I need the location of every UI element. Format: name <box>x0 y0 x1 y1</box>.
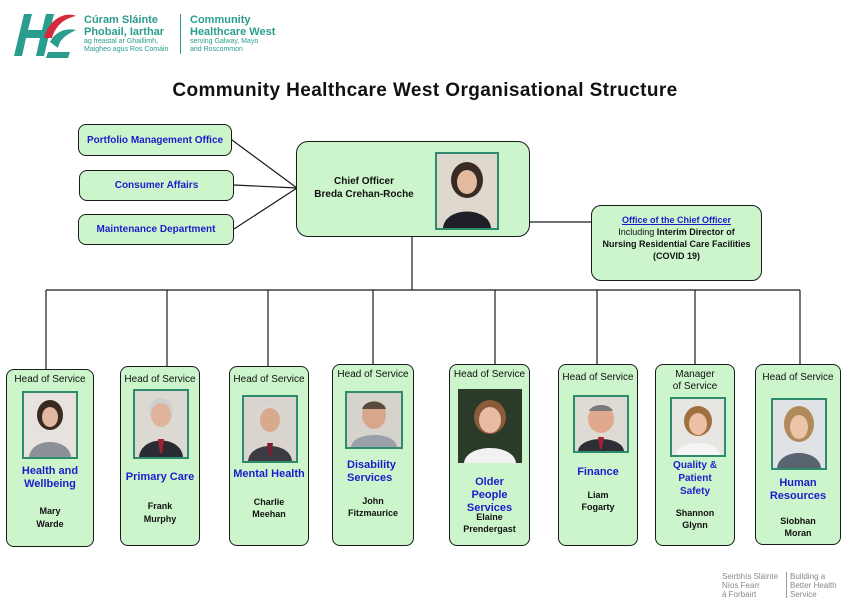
head-card-human-resources[interactable]: Head of Service Human Resources Siobhan … <box>755 364 841 545</box>
head-photo <box>670 397 726 457</box>
head-dept: Older People Services <box>466 476 513 514</box>
footer-english: Building a Better Health Service <box>790 572 848 599</box>
person-portrait-icon <box>139 398 183 457</box>
brand-divider <box>180 14 181 54</box>
head-name-first: Frank <box>147 501 173 511</box>
head-dept: Human Resources <box>769 477 827 502</box>
head-role: Head of Service <box>453 369 526 380</box>
footer-divider <box>786 572 787 598</box>
head-dept: Finance <box>577 466 619 478</box>
head-name-first: Elaine <box>476 512 503 522</box>
connector-portfolio <box>231 139 298 189</box>
office-chief-link[interactable]: Office of the Chief Officer <box>621 215 731 225</box>
person-portrait-icon <box>464 400 516 463</box>
head-card-mental-health[interactable]: Head of Service Mental Health Charlie Me… <box>229 366 309 546</box>
portfolio-office-label: Portfolio Management Office <box>86 134 224 146</box>
person-portrait-icon <box>777 406 821 468</box>
head-photo <box>242 395 298 463</box>
connector-maintenance <box>233 187 298 230</box>
brand-irish-sub2: Maigheo agus Ros Comáin <box>84 46 169 53</box>
head-role: Head of Service <box>762 372 834 383</box>
office-chief-bold: Interim Director of Nursing Residential … <box>602 227 751 261</box>
maintenance-box[interactable]: Maintenance Department <box>78 214 234 245</box>
brand-en-sub1: serving Galway, Mayo <box>190 38 259 45</box>
footer-irish-3: á Forbairt <box>722 590 757 599</box>
office-chief-box[interactable]: Office of the Chief Officer Including In… <box>591 205 762 281</box>
head-photo <box>345 391 403 449</box>
person-portrait-icon <box>443 162 491 228</box>
chief-officer-box[interactable]: Chief Officer Breda Crehan-Roche <box>296 141 530 237</box>
head-role: Head of Service <box>124 374 196 385</box>
office-chief-desc: Including Interim Director of Nursing Re… <box>592 226 761 262</box>
head-name-last: Warde <box>36 519 64 529</box>
chief-name: Breda Crehan-Roche <box>314 189 414 200</box>
brand-english: Community Healthcare West serving Galway… <box>190 14 290 54</box>
head-name-last: Fitzmaurice <box>347 508 398 518</box>
head-role: Head of Service <box>233 374 305 385</box>
head-card-primary-care[interactable]: Head of Service Primary Care Frank Murph… <box>120 366 200 546</box>
page-title: Community Healthcare West Organisational… <box>172 80 678 101</box>
head-photo <box>573 395 629 453</box>
head-role: Manager of Service <box>672 369 718 392</box>
head-name-first: Charlie <box>253 497 285 507</box>
head-card-health-wellbeing[interactable]: Head of Service Health and Wellbeing Mar… <box>6 369 94 547</box>
head-card-quality-safety[interactable]: Manager of Service Quality & Patient Saf… <box>655 364 735 546</box>
footer-en-2: Better Health <box>790 581 837 590</box>
head-photo <box>458 389 522 463</box>
brand-en-line1: Community <box>190 14 251 26</box>
footer-en-3: Service <box>790 590 817 599</box>
footer-irish-2: Níos Fearr <box>722 581 760 590</box>
head-name-last: Murphy <box>143 514 177 524</box>
head-dept: Disability Services <box>347 459 396 484</box>
office-chief-prefix: Including <box>618 227 657 237</box>
chief-role: Chief Officer <box>333 176 394 187</box>
head-card-older-people[interactable]: Head of Service Older People Services El… <box>449 364 530 546</box>
head-name-first: John <box>362 496 384 506</box>
person-portrait-icon <box>578 405 624 451</box>
head-dept: Mental Health <box>233 468 305 480</box>
maintenance-label: Maintenance Department <box>96 224 216 235</box>
head-name-first: Shannon <box>675 508 715 518</box>
footer-irish: Seirbhís Sláinte Níos Fearr á Forbairt <box>722 572 784 599</box>
head-dept: Health and Wellbeing <box>21 465 79 490</box>
person-portrait-icon <box>29 400 71 457</box>
brand-irish-line1: Cúram Sláinte <box>84 14 158 26</box>
head-role: Head of Service <box>337 369 409 380</box>
hse-logo <box>10 8 80 60</box>
person-portrait-icon <box>248 405 292 461</box>
head-photo <box>771 398 827 470</box>
head-name-first: Siobhan <box>780 516 816 526</box>
footer-irish-1: Seirbhís Sláinte <box>722 572 779 581</box>
footer-en-1: Building a <box>790 572 826 581</box>
head-name-last: Glynn <box>682 520 708 530</box>
head-card-disability[interactable]: Head of Service Disability Services John… <box>332 364 414 546</box>
brand-en-sub2: and Roscommon <box>190 46 243 53</box>
person-portrait-icon <box>676 406 720 455</box>
person-portrait-icon <box>351 401 397 447</box>
head-dept: Quality & Patient Safety <box>673 460 717 497</box>
chief-photo <box>435 152 499 230</box>
head-role: Head of Service <box>14 374 86 385</box>
brand-en-line2: Healthcare West <box>190 26 276 38</box>
brand-irish: Cúram Sláinte Phobail, Iarthar ag freast… <box>84 14 174 54</box>
brand-irish-line2: Phobail, Iarthar <box>84 26 165 38</box>
consumer-affairs-label: Consumer Affairs <box>114 180 199 191</box>
hse-logo-icon <box>14 14 76 58</box>
head-dept: Primary Care <box>125 471 195 483</box>
head-photo <box>22 391 78 459</box>
brand-irish-sub1: ag freastal ar Ghaillimh, <box>84 38 158 45</box>
head-name-last: Prendergast <box>463 524 516 534</box>
head-role: Head of Service <box>562 372 634 383</box>
head-name-first: Liam <box>587 490 609 500</box>
head-card-finance[interactable]: Head of Service Finance Liam Fogarty <box>558 364 638 546</box>
consumer-affairs-box[interactable]: Consumer Affairs <box>79 170 234 201</box>
head-photo <box>133 389 189 459</box>
head-name-last: Moran <box>784 528 812 538</box>
head-name-last: Fogarty <box>581 502 615 512</box>
head-name-last: Meehan <box>252 509 286 519</box>
head-name-first: Mary <box>39 506 61 516</box>
portfolio-office-box[interactable]: Portfolio Management Office <box>78 124 232 156</box>
connector-consumer <box>233 184 298 189</box>
